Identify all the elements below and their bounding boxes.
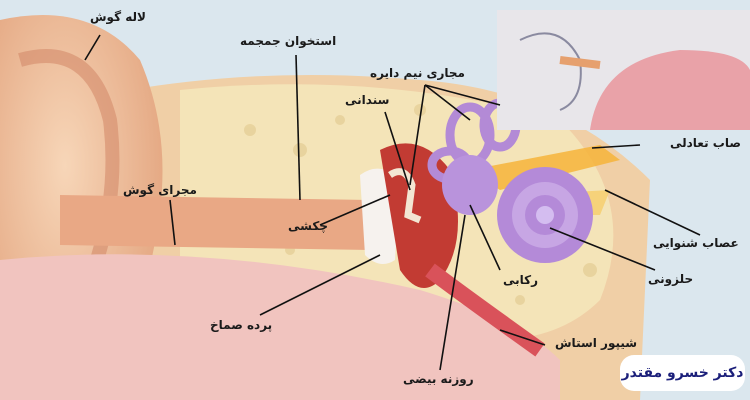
eustachian-tube xyxy=(425,263,545,357)
label-pinna: لاله گوش xyxy=(90,10,146,24)
label-semicircular-canals: مجاری نیم دایره xyxy=(370,66,465,80)
label-vestibular-nerve: صاب تعادلی xyxy=(670,136,741,150)
label-stapes: رکابی xyxy=(503,273,539,287)
label-eustachian-tube: شیپور استاش xyxy=(555,336,638,350)
ear-canal xyxy=(60,195,370,250)
label-eardrum: پرده صماخ xyxy=(210,318,273,332)
label-skull-bone: استخوان جمجمه xyxy=(240,34,337,48)
label-cochlea: حلزونی xyxy=(648,272,694,286)
vestibule xyxy=(442,155,498,215)
author-watermark: دکتر خسرو مقتدر xyxy=(620,355,745,391)
leader-lines xyxy=(84,34,701,371)
inset-head-view xyxy=(497,10,750,130)
label-ear-canal: مجرای گوش xyxy=(123,183,197,197)
lower-tissue xyxy=(0,254,560,400)
label-malleus: چکشی xyxy=(288,219,328,233)
label-oval-window: روزنه بیضی xyxy=(403,372,474,386)
label-incus: سندانی xyxy=(345,93,390,107)
cochlea xyxy=(497,167,593,263)
label-auditory-nerve: عصاب شنوایی xyxy=(653,236,739,250)
